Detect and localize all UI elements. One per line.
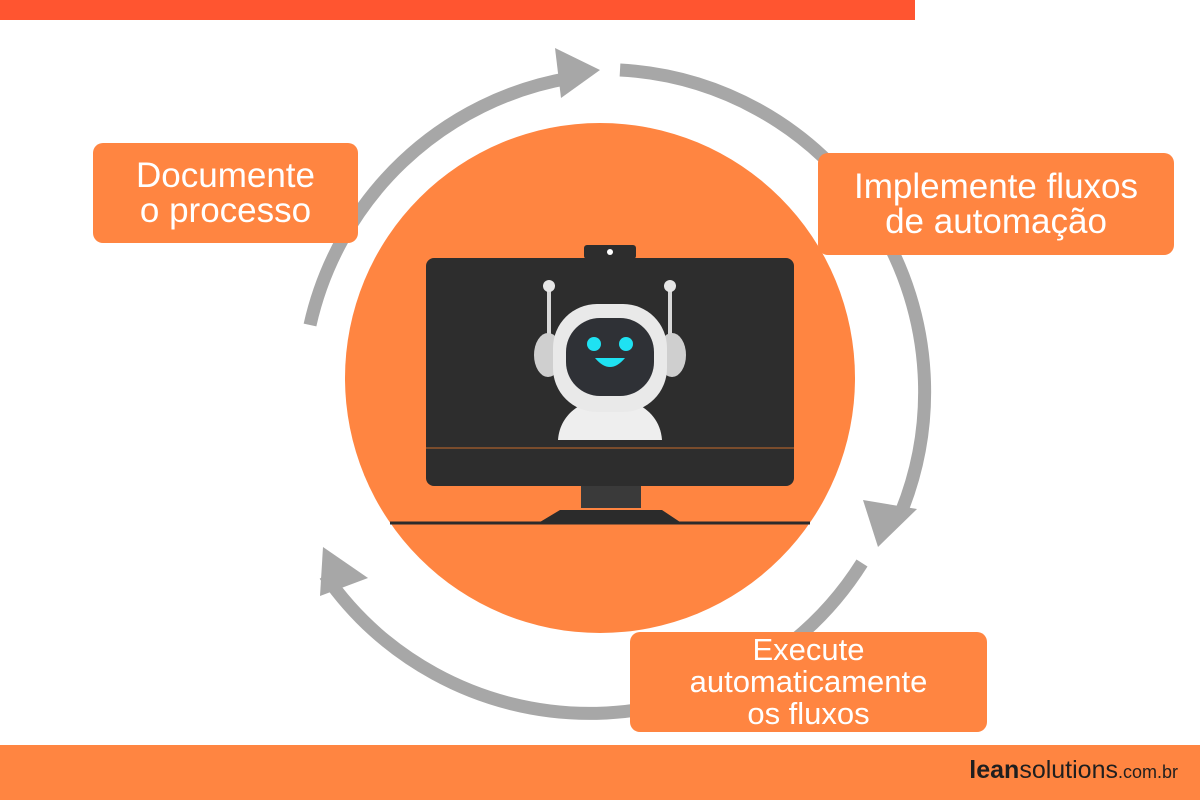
leansolutions-logo[interactable]: lean solutions .com.br <box>969 756 1178 790</box>
top-accent-bar <box>0 0 915 20</box>
cycle-arrow-icon <box>320 547 368 596</box>
robot-antenna-tip-right <box>664 280 676 292</box>
logo-bold-part: lean <box>969 756 1020 784</box>
logo-light-part: solutions <box>1019 756 1118 784</box>
cycle-arrow-icon <box>863 500 917 547</box>
logo-suffix: .com.br <box>1117 762 1178 782</box>
step-implemente-box: Implemente fluxos de automação <box>818 153 1174 255</box>
step-execute-line-2: automaticamente <box>689 664 928 699</box>
monitor-stand-neck <box>581 484 641 508</box>
step-implemente-line-1: Implemente fluxos <box>853 167 1139 206</box>
arrow-heads <box>320 48 917 596</box>
robot-eye-right <box>619 337 633 351</box>
cycle-arrow-top-left <box>303 71 572 327</box>
robot-mouth <box>595 358 625 367</box>
webcam-lens <box>607 249 613 255</box>
step-execute-line-1: Execute <box>752 632 865 667</box>
robot-antenna-tip-left <box>543 280 555 292</box>
step-documente-line-2: o processo <box>139 191 312 230</box>
step-execute-box: Execute automaticamente os fluxos <box>630 632 987 732</box>
robot-eye-left <box>587 337 601 351</box>
step-documente-line-1: Documente <box>136 156 315 195</box>
cycle-arrow-icon <box>555 48 600 98</box>
monitor-stand-base <box>540 510 680 522</box>
robot-icon <box>534 280 686 440</box>
step-implemente-line-2: de automação <box>885 202 1107 241</box>
step-execute-line-3: os fluxos <box>747 696 870 731</box>
bottom-footer-bar <box>0 745 1200 800</box>
step-documente-box: Documente o processo <box>93 143 358 243</box>
robot-visor <box>566 318 654 396</box>
